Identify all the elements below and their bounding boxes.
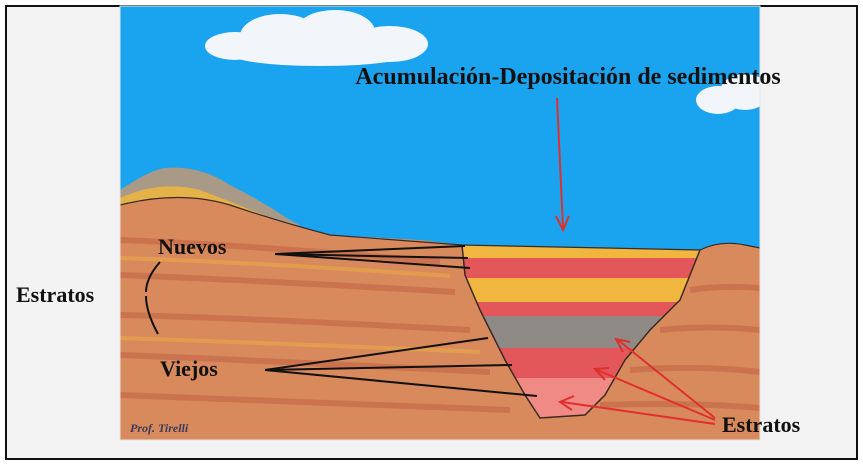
nuevos-label: Nuevos xyxy=(158,234,227,259)
viejos-label: Viejos xyxy=(160,356,218,381)
title-label: Acumulación-Depositación de sedimentos xyxy=(355,64,780,90)
signature: Prof. Tirelli xyxy=(130,421,189,435)
estratos-left-label: Estratos xyxy=(16,282,95,307)
estratos-right-label: Estratos xyxy=(722,412,801,437)
